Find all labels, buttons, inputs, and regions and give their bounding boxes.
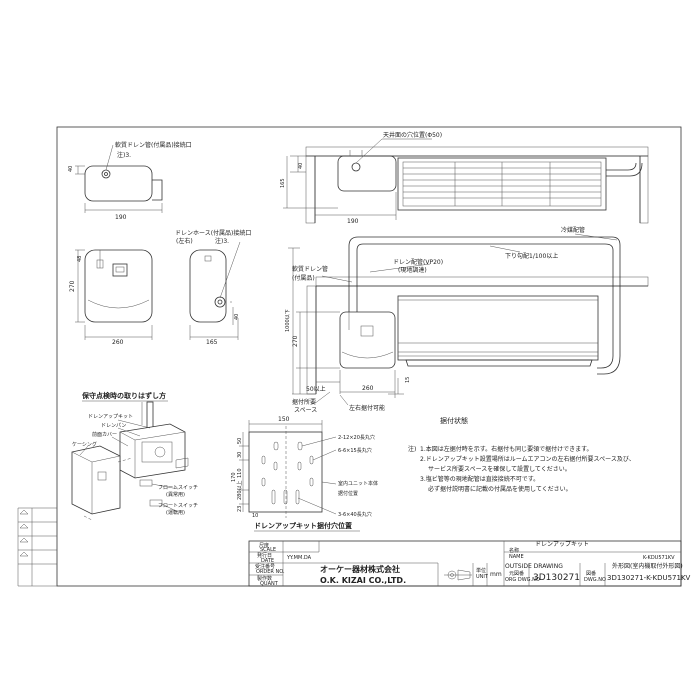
- tb-order-sub: ORDER NO.: [256, 569, 285, 575]
- label-indoor-unit-body: 室内ユニット本体: [338, 480, 378, 487]
- tb-scale-sub: SCALE: [260, 547, 276, 553]
- tb-model: K-KDU571KV: [643, 555, 675, 561]
- label-float-switch-abnormal: フロートスイッチ: [158, 485, 198, 491]
- dim-150: 150: [278, 416, 290, 423]
- tb-maker-sub: QUANT: [260, 581, 279, 587]
- kit-front-view: [75, 249, 153, 340]
- mounting-hole-diagram: [239, 420, 337, 518]
- label-downward-slope: 下り勾配1/100以上: [505, 252, 558, 260]
- dim-190-wall: 190: [347, 218, 359, 225]
- label-abnormal: (異常用): [166, 491, 185, 498]
- tb-company-en: O.K. KIZAI CO.,LTD.: [320, 576, 406, 585]
- note-3a: 3.塩ビ管等の現地配管は直接接続不可です。: [420, 475, 539, 483]
- maintenance-exploded-view: [71, 401, 189, 521]
- dim-1000: 1000以下: [285, 309, 291, 332]
- dim-15: 15: [405, 377, 411, 383]
- note-2a: 2.ドレンアップキット設置場所はルームエアコンの左右据付所要スペース及び、: [420, 455, 635, 463]
- label-refrigerant-pipe: 冷媒配管: [561, 226, 585, 234]
- dim-280: 280以上: [236, 480, 243, 500]
- dim-170: 170: [231, 472, 237, 482]
- tb-unit-sub: UNIT: [476, 574, 489, 580]
- label-drain-up-kit: ドレンアップキット: [88, 414, 133, 420]
- label-drain-pan: ドレンパン: [101, 423, 126, 429]
- dim-40-wall: 40: [298, 163, 304, 169]
- dim-110: 110: [237, 468, 243, 478]
- dim-50: 50以上: [306, 385, 326, 393]
- label-note3-side: 注)3.: [215, 237, 229, 245]
- tb-scale-label: 尺度: [259, 542, 269, 549]
- dim-270-install: 270: [292, 335, 299, 347]
- tb-name-sub: NAME: [509, 554, 524, 560]
- note-2b: サービス所要スペースを確保して設置してください。: [428, 465, 571, 473]
- title-block: [248, 540, 682, 587]
- tb-drawing-type-en: OUTSIDE DRAWING: [505, 563, 563, 570]
- label-hole-6x40: 3-6×40長丸穴: [338, 511, 372, 518]
- label-right-install-ok: 左右据付可能: [349, 404, 385, 412]
- label-soft-drain-pipe: 軟質ドレン管: [292, 265, 328, 273]
- revision-column: [17, 507, 57, 587]
- dim-40-side: 40: [234, 314, 240, 320]
- dim-10: 10: [252, 513, 258, 519]
- notes-block: 注) 1.本図は左据付時を示す。右据付も同じ要領で据付けできます。 2.ドレンア…: [408, 445, 635, 493]
- label-mounting-hole-title: ドレンアップキット据付穴位置: [254, 521, 352, 530]
- label-install-position: 据付位置: [338, 490, 358, 497]
- dim-40-top: 40: [68, 166, 74, 172]
- label-hole-12x20: 2-12×20長丸穴: [338, 434, 375, 441]
- tb-dwg-no-sub: ORG DWG.NO: [505, 577, 540, 583]
- dim-165-side: 165: [206, 339, 218, 346]
- note-1: 1.本図は左据付時を示す。右据付も同じ要領で据付けできます。: [420, 445, 593, 453]
- tb-unit-value: mm: [490, 571, 502, 578]
- dim-50-mnt: 50: [237, 438, 243, 444]
- label-ceiling-hole: 天井面の穴位置(Φ50): [383, 131, 442, 139]
- label-left-right: (左右): [176, 237, 193, 245]
- dim-165-wall: 165: [280, 178, 286, 188]
- label-hole-6x15: 6-6×15長丸穴: [338, 447, 372, 454]
- tb-fig-no: 3D130271-K-KDU571KV: [607, 574, 691, 582]
- ceiling-section: [283, 138, 649, 224]
- tb-fig-no-sub: DWG.NO: [584, 577, 606, 583]
- tb-name-label: 名称: [509, 547, 519, 554]
- label-install-space: 据付所要: [292, 398, 316, 406]
- kit-side-view: [189, 241, 241, 340]
- label-float-switch-operation: フロートスイッチ: [158, 503, 198, 509]
- notes-prefix: 注): [408, 445, 416, 453]
- label-casing: ケーシング: [72, 441, 97, 448]
- dim-270-left: 270: [69, 280, 76, 292]
- label-front-cover: 前面カバー: [92, 431, 117, 438]
- note-3b: 必ず据付説明書に記載の付属品を使用してください。: [428, 485, 572, 493]
- tb-unit-label: 単位: [476, 567, 486, 574]
- label-drain-piping: ドレン配管(VP20): [393, 258, 443, 266]
- tb-company-jp: オーケー器材株式会社: [320, 564, 400, 574]
- tb-fig-no-label: 図番: [586, 570, 596, 577]
- label-space: スペース: [294, 407, 317, 414]
- tb-order-label: 受注番号: [255, 563, 275, 570]
- label-accessory: (付属品): [292, 274, 315, 282]
- tb-date-label: 発行日: [257, 552, 272, 559]
- dim-190-top: 190: [115, 214, 127, 221]
- tb-product-name: ドレンアップキット: [535, 541, 589, 548]
- installation-elevation: [288, 233, 649, 398]
- label-site-supplied: (現地調達): [398, 266, 427, 274]
- tb-date-sub: DATE: [261, 558, 274, 564]
- label-maintenance-title: 保守点検時の取りはずし方: [81, 391, 166, 400]
- label-note3-top: 注)3.: [117, 151, 131, 159]
- label-install-state: 据付状態: [440, 416, 468, 425]
- tb-maker-label: 製作数: [257, 575, 272, 582]
- dim-30-mnt: 30: [237, 452, 243, 458]
- label-soft-drain-connection: 軟質ドレン管(付属品)接続口: [115, 141, 192, 149]
- tb-stamp: YY.MM.DA: [286, 555, 312, 561]
- dim-23: 23: [237, 506, 243, 512]
- tb-dwg-no: 3D130271: [533, 573, 580, 583]
- kit-top-view: [75, 144, 163, 213]
- tb-dwg-no-label: 元図番: [509, 570, 524, 577]
- dim-260-install: 260: [362, 385, 374, 392]
- tb-drawing-type-jp: 外形図(室内機取付外形図): [612, 562, 683, 570]
- label-drain-hose-connection: ドレンホース(付属品)接続口: [175, 229, 251, 237]
- dim-260-left: 260: [112, 339, 124, 346]
- label-operation: (運転用): [166, 510, 185, 516]
- dim-48: 48: [77, 256, 83, 262]
